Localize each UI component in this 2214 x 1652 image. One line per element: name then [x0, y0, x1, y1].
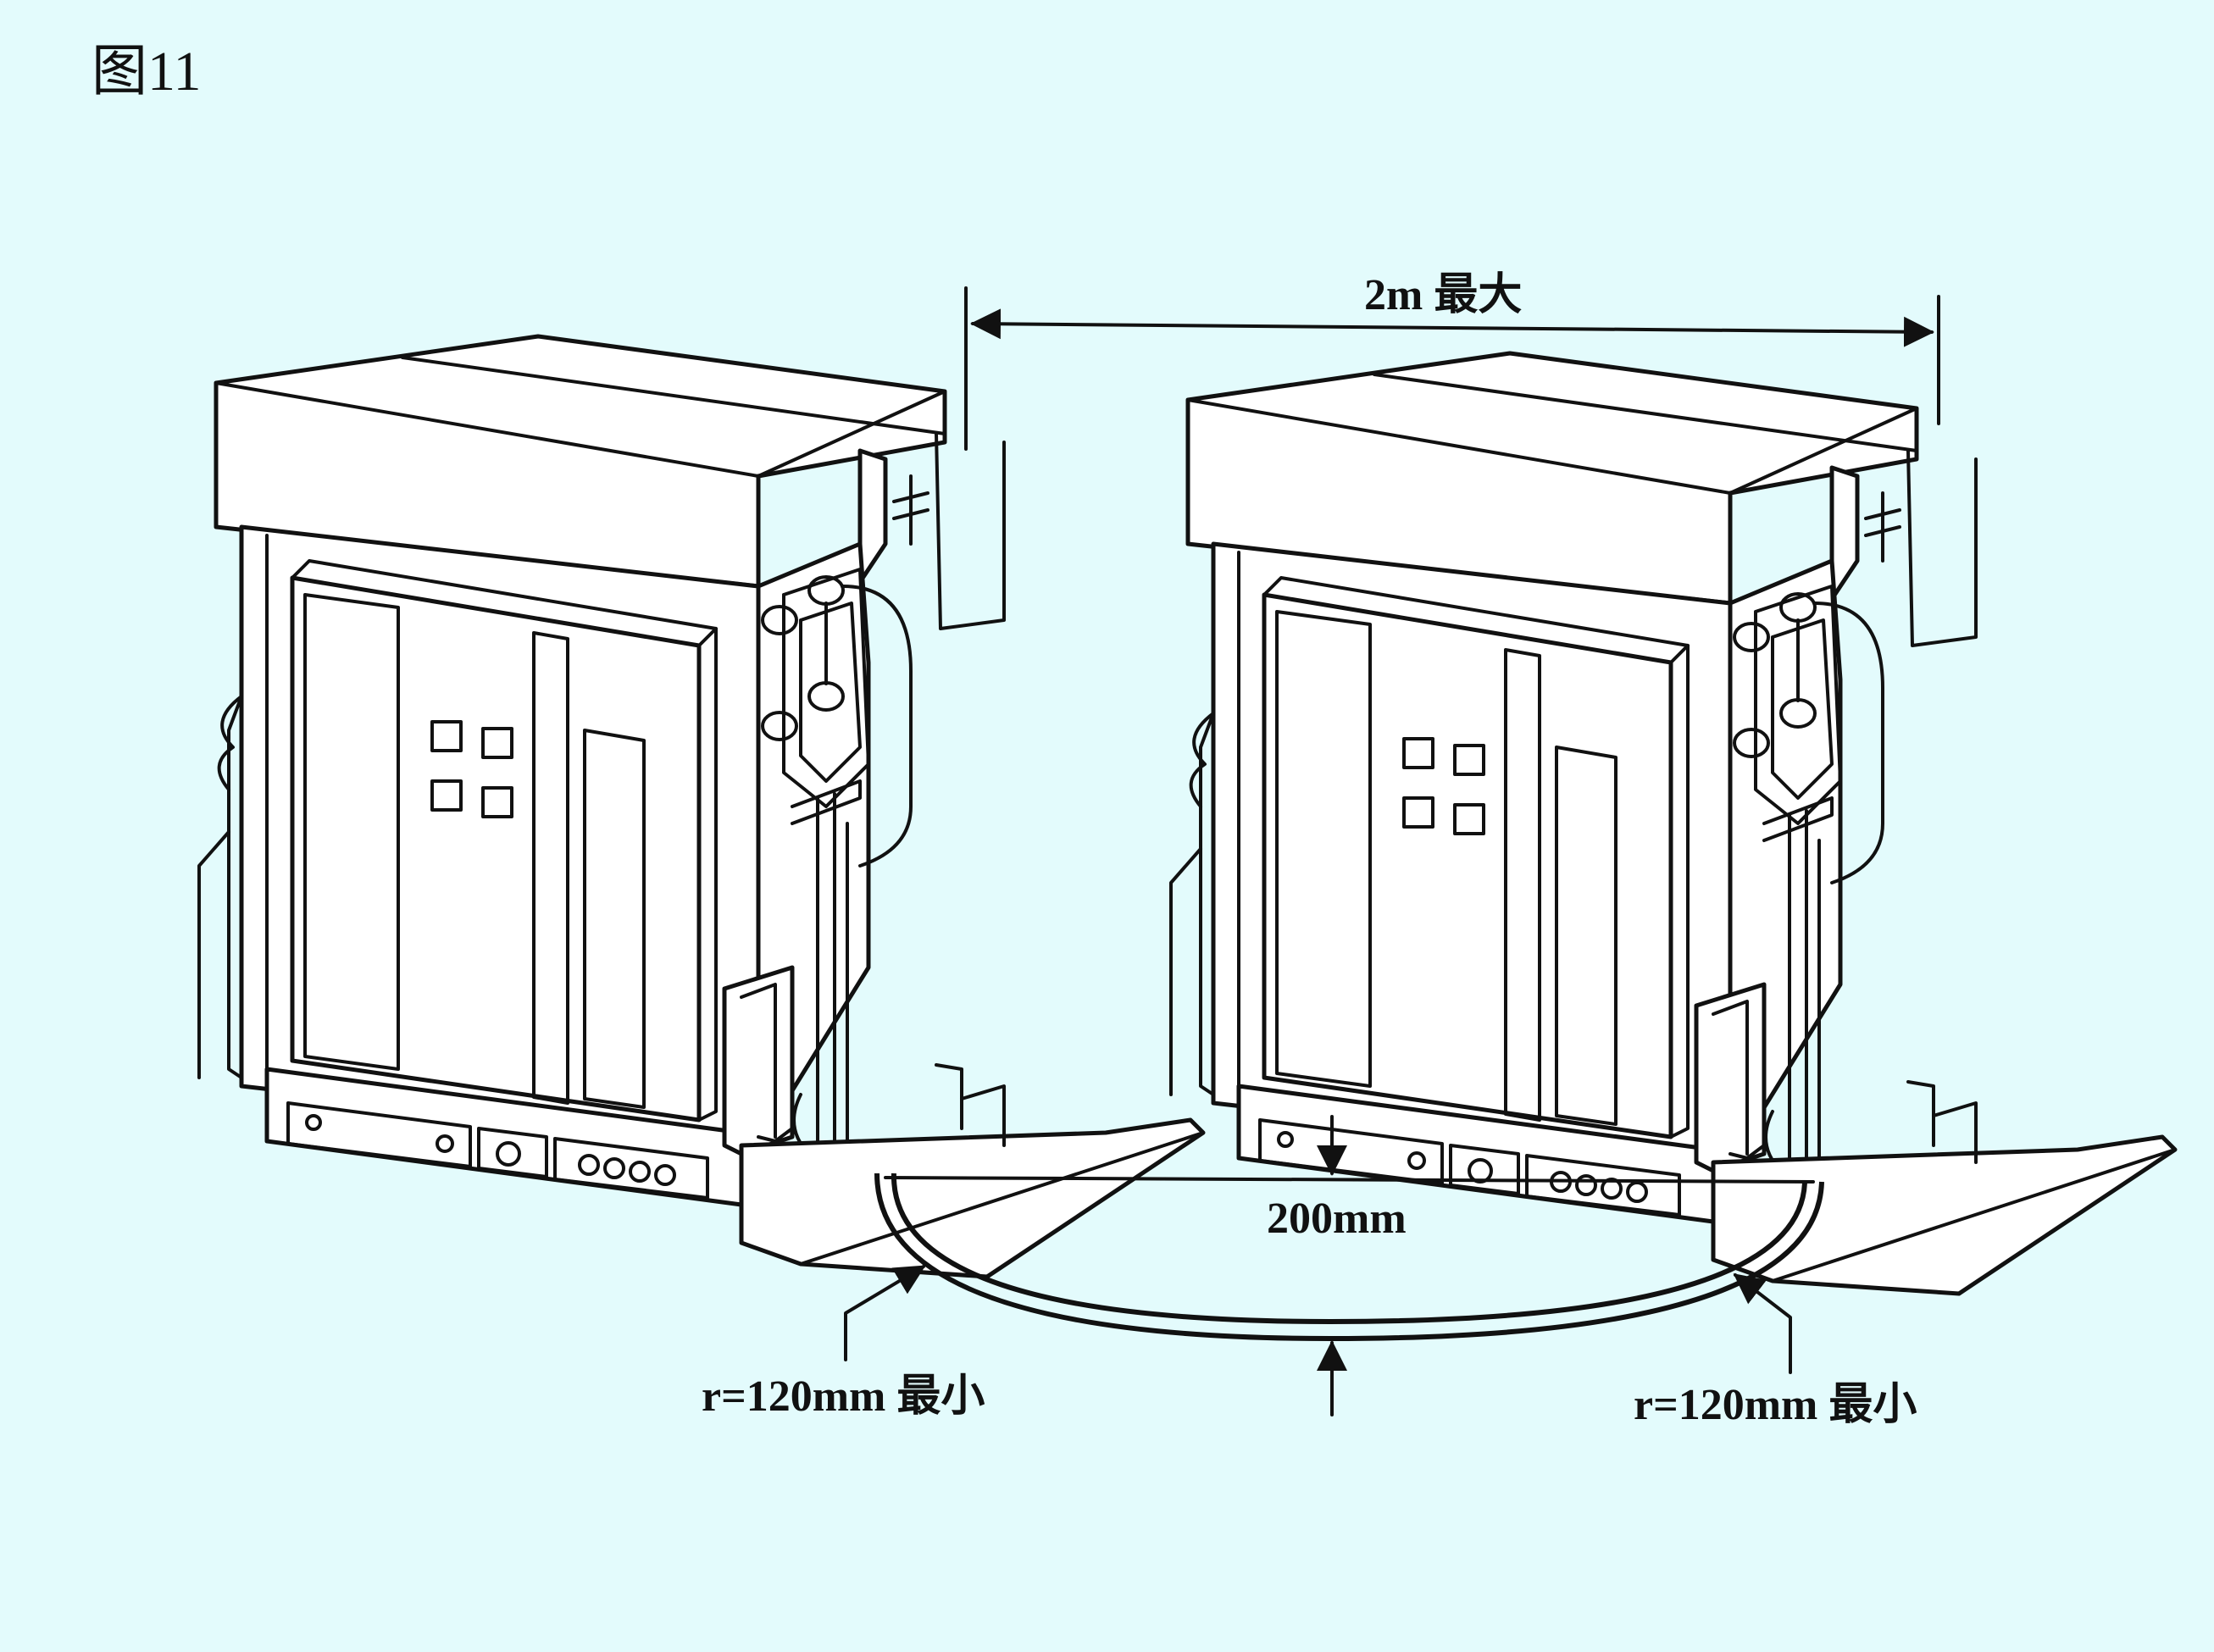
left-bend-radius-label: r=120mm 最小: [702, 1372, 985, 1421]
right-bend-radius-label: r=120mm 最小: [1634, 1381, 1917, 1429]
max-distance-dimension: 2m 最大: [964, 270, 1940, 451]
right-bend-radius-dimension: r=120mm 最小: [1634, 1273, 1917, 1429]
cable-gap-label: 200mm: [1267, 1195, 1407, 1243]
connecting-cable: [874, 1172, 1824, 1341]
figure-label: 图11: [92, 41, 202, 103]
left-bend-radius-dimension: r=120mm 最小: [702, 1265, 985, 1421]
right-breaker: [1171, 353, 2175, 1294]
cable-gap-dimension: 200mm: [1267, 1115, 1407, 1416]
max-distance-label: 2m 最大: [1364, 270, 1522, 319]
left-breaker: [199, 336, 1203, 1277]
